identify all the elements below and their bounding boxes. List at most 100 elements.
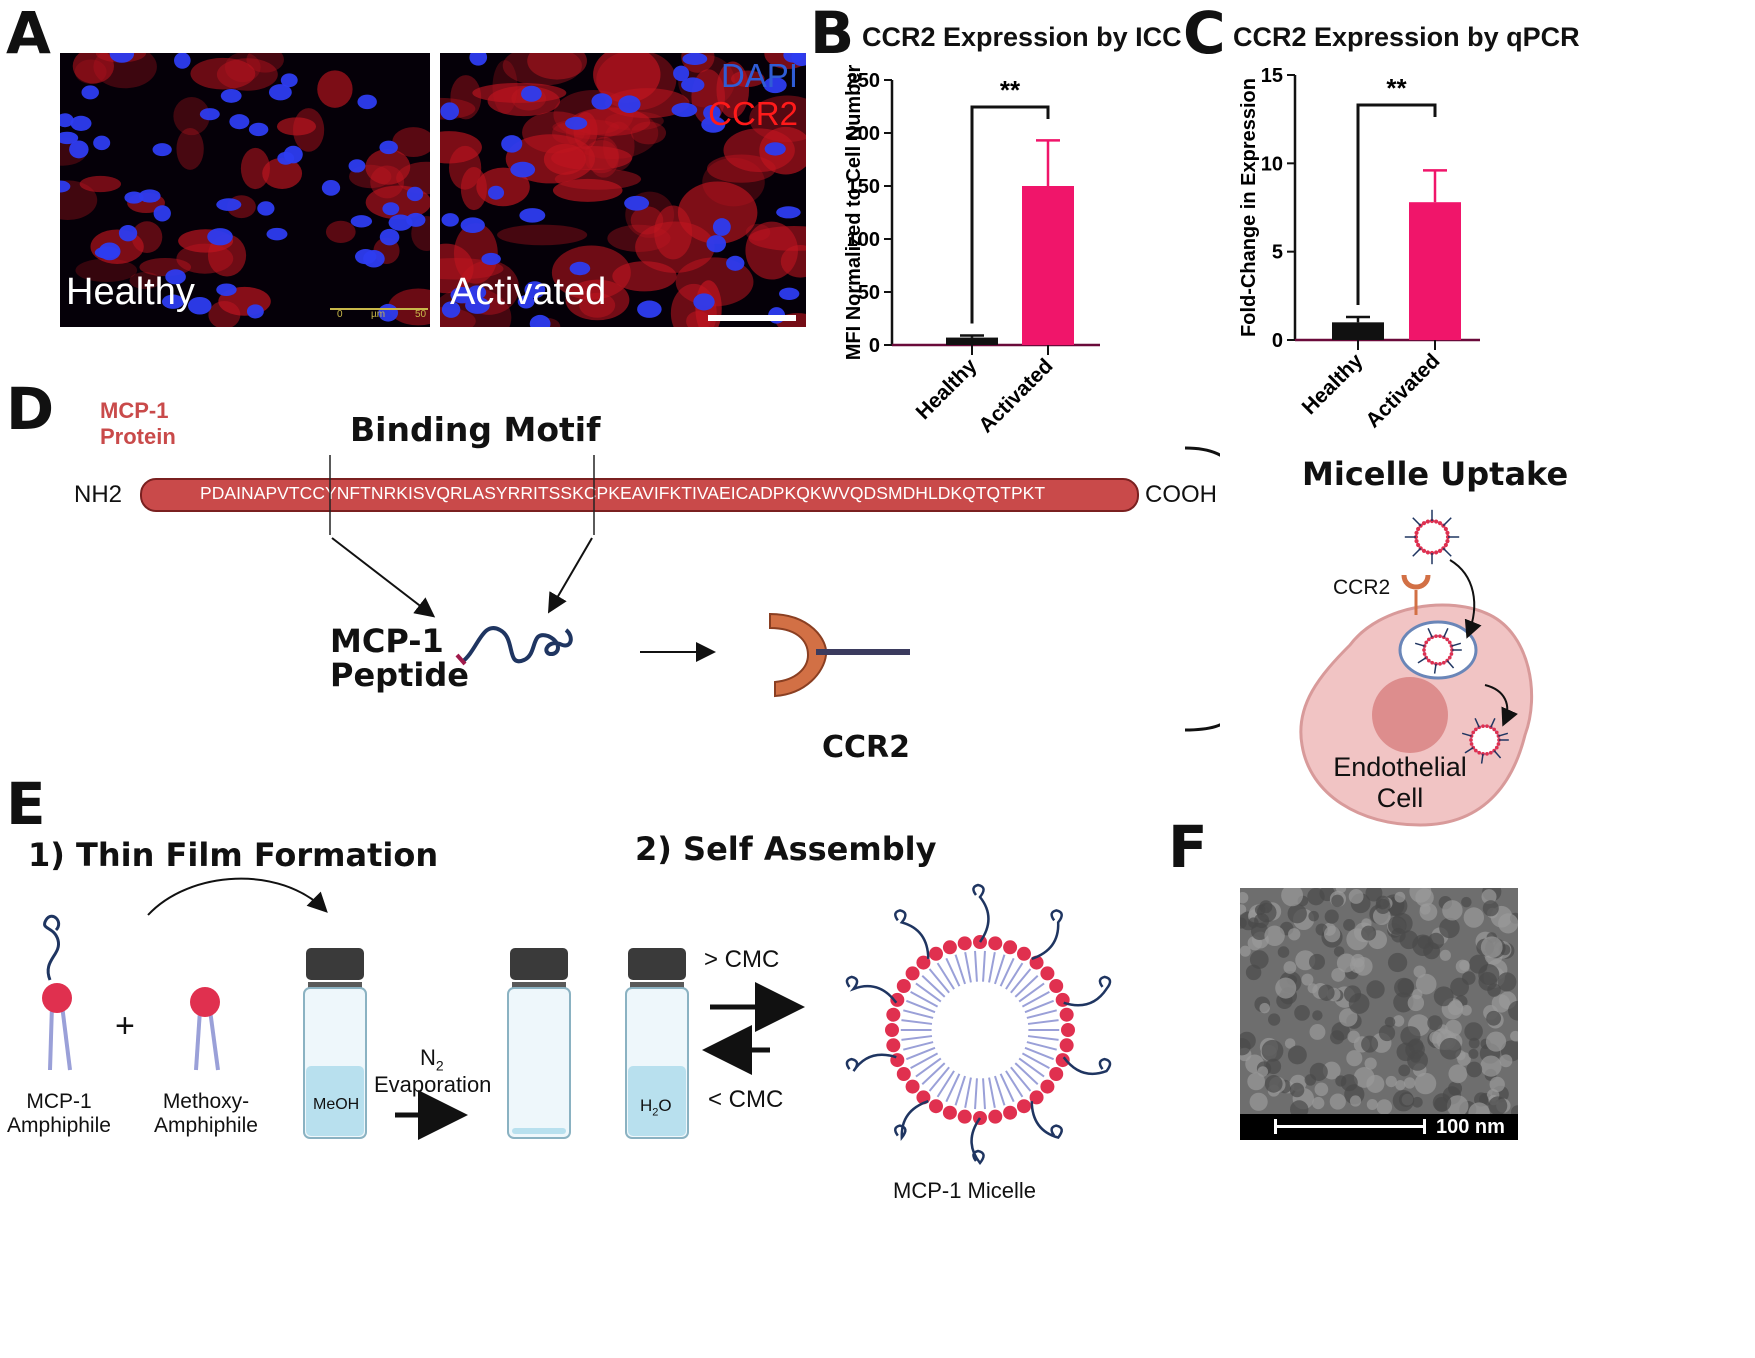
n2-label: N2 [420, 1045, 444, 1073]
bar-activated [1409, 202, 1461, 340]
uptake-arrow-1 [1449, 559, 1482, 639]
ccr2-stain [365, 149, 411, 185]
ccr2-stain [497, 224, 588, 246]
micelle-head [1055, 1053, 1070, 1068]
tem-particle [1277, 946, 1290, 958]
legend-dapi: DAPI [720, 57, 798, 94]
micelle-head [1049, 1067, 1064, 1081]
dapi-nucleus [152, 143, 172, 157]
dapi-nucleus [257, 201, 275, 216]
micelle-tail [928, 968, 950, 994]
micelle-head [957, 1109, 972, 1124]
below-cmc-label: < CMC [708, 1086, 784, 1113]
significance-marker: ** [1386, 73, 1407, 103]
tem-particle [1439, 1037, 1462, 1060]
dapi-nucleus [703, 104, 721, 121]
micelle-head [905, 1079, 920, 1094]
dapi-nucleus [382, 202, 400, 216]
micelle-head [1059, 1007, 1074, 1022]
dapi-nucleus [517, 295, 535, 309]
tem-particle [1348, 889, 1364, 904]
micelle-head [886, 1038, 901, 1053]
tem-particle [1247, 1072, 1266, 1091]
micelle-tail [1026, 1009, 1057, 1019]
tem-particle [1288, 928, 1301, 941]
micelle-peptide [1427, 628, 1433, 638]
scale-bar-activated [708, 315, 796, 321]
released-micelle [1461, 718, 1509, 764]
micelle-tail [1024, 999, 1055, 1014]
micelle-head [916, 955, 931, 970]
x-tick-label: Activated [974, 354, 1057, 437]
micelle-tail [1010, 1066, 1032, 1092]
micelle-head [1416, 526, 1421, 532]
tem-particle [1468, 1048, 1479, 1059]
micelle-head [1481, 724, 1485, 728]
mcp1-amphiphile-label-line1: MCP-1 [26, 1090, 92, 1113]
y-tick-label: 200 [847, 123, 880, 145]
mcp1-amphiphile-head [42, 983, 72, 1013]
ccr2-stain [502, 53, 582, 86]
micelle-head [1497, 738, 1501, 742]
micelle-head [1059, 1038, 1074, 1053]
micelle-peptide [1461, 732, 1472, 737]
dapi-nucleus [60, 113, 74, 128]
micelle-tail [1014, 975, 1039, 998]
micelle-head [1421, 521, 1427, 526]
micelle-peptide [970, 1117, 985, 1166]
dapi-nucleus [681, 77, 705, 93]
tem-particle [1333, 946, 1345, 957]
tem-particle [1414, 1072, 1437, 1095]
micelle-tail [905, 999, 936, 1014]
tem-particle [1307, 888, 1325, 906]
tem-particle [1461, 896, 1472, 908]
micelle-tail [1024, 1046, 1055, 1061]
significance-marker: ** [1000, 75, 1021, 105]
tem-particle [1439, 949, 1451, 961]
dapi-nucleus [450, 287, 474, 304]
micelle-tail [921, 1062, 946, 1085]
mcp1-protein-label: MCP-1 Protein [100, 398, 176, 451]
ccr2-stain [552, 178, 623, 202]
dapi-nucleus [763, 77, 787, 94]
ccr2-stain [453, 223, 498, 284]
dapi-nucleus [524, 281, 546, 299]
ccr2-stain [472, 82, 567, 103]
tem-particle [1387, 916, 1407, 935]
micelle-head [1434, 662, 1438, 666]
ccr2-stain [240, 147, 270, 190]
tem-particle [1324, 909, 1339, 924]
micelle-uptake-title: Micelle Uptake [1302, 455, 1569, 493]
y-tick-label: 5 [1272, 242, 1283, 264]
dapi-nucleus [138, 189, 161, 203]
tem-particle [1318, 984, 1335, 1001]
micelle-head [896, 979, 911, 993]
dapi-nucleus [469, 53, 488, 66]
micelle-head [1425, 519, 1430, 524]
endothelial-cell-label-line2: Cell [1376, 783, 1424, 814]
micelle-tail [945, 957, 961, 987]
micelle-head [1445, 530, 1450, 535]
tem-particle [1498, 913, 1518, 934]
ccr2-stain [565, 106, 659, 160]
water-o: O [658, 1096, 672, 1115]
tem-particle [1249, 950, 1269, 969]
tem-particle [1488, 1096, 1508, 1116]
tem-particle [1264, 1075, 1283, 1093]
ccr2-stain [440, 131, 482, 164]
ccr2-stain [603, 121, 635, 171]
ccr2-stain [79, 175, 122, 193]
tem-particle [1442, 900, 1463, 921]
micelle-peptide [1451, 642, 1462, 647]
n2-subscript: 2 [435, 1057, 444, 1074]
tem-scale-label: 100 nm [1436, 1116, 1505, 1138]
micelle-tail [964, 952, 972, 983]
y-tick-label: 0 [869, 335, 880, 357]
x-tick-label: Healthy [1298, 349, 1368, 419]
dapi-nucleus [60, 131, 79, 145]
scale-unit: µm [371, 309, 386, 320]
y-axis-label: MFI Normalized to Cell Number [843, 64, 865, 360]
scale-bar-healthy [330, 308, 428, 310]
tem-particle [1361, 925, 1377, 941]
